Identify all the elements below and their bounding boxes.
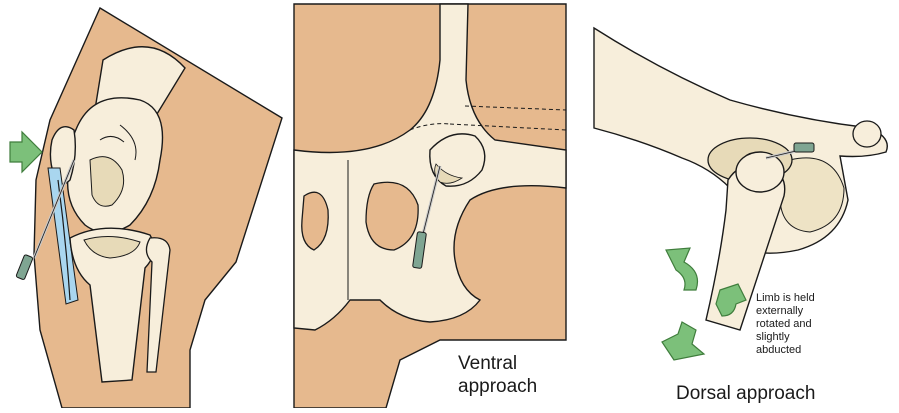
limb-note-line-1: Limb is held bbox=[756, 292, 815, 305]
curved-arrow-icon bbox=[662, 322, 704, 360]
dorsal-illustration bbox=[570, 0, 899, 408]
limb-note-line-4: slightly bbox=[756, 331, 815, 344]
limb-position-note: Limb is held externally rotated and slig… bbox=[756, 292, 815, 357]
ventral-caption: Ventral approach bbox=[458, 352, 537, 398]
dorsal-needle-hub bbox=[794, 143, 814, 152]
dorsal-caption-text: Dorsal approach bbox=[676, 383, 815, 404]
limb-note-line-2: externally bbox=[756, 305, 815, 318]
ventral-caption-line-2: approach bbox=[458, 375, 537, 398]
dorsal-femoral-head bbox=[736, 152, 784, 192]
curved-arrow-icon bbox=[666, 248, 698, 290]
ventral-caption-line-1: Ventral bbox=[458, 352, 537, 375]
limb-note-line-5: abducted bbox=[756, 344, 815, 357]
stifle-needle-hub bbox=[16, 254, 33, 280]
ischial-tuberosity bbox=[853, 121, 881, 147]
dorsal-caption: Dorsal approach bbox=[676, 382, 815, 405]
stifle-illustration bbox=[0, 0, 290, 408]
stifle-panel bbox=[0, 0, 290, 408]
ventral-panel: Ventral approach bbox=[290, 0, 570, 408]
dorsal-panel: Limb is held externally rotated and slig… bbox=[570, 0, 899, 408]
limb-note-line-3: rotated and bbox=[756, 318, 815, 331]
ventral-illustration bbox=[290, 0, 570, 408]
right-arrow-icon bbox=[10, 132, 42, 172]
